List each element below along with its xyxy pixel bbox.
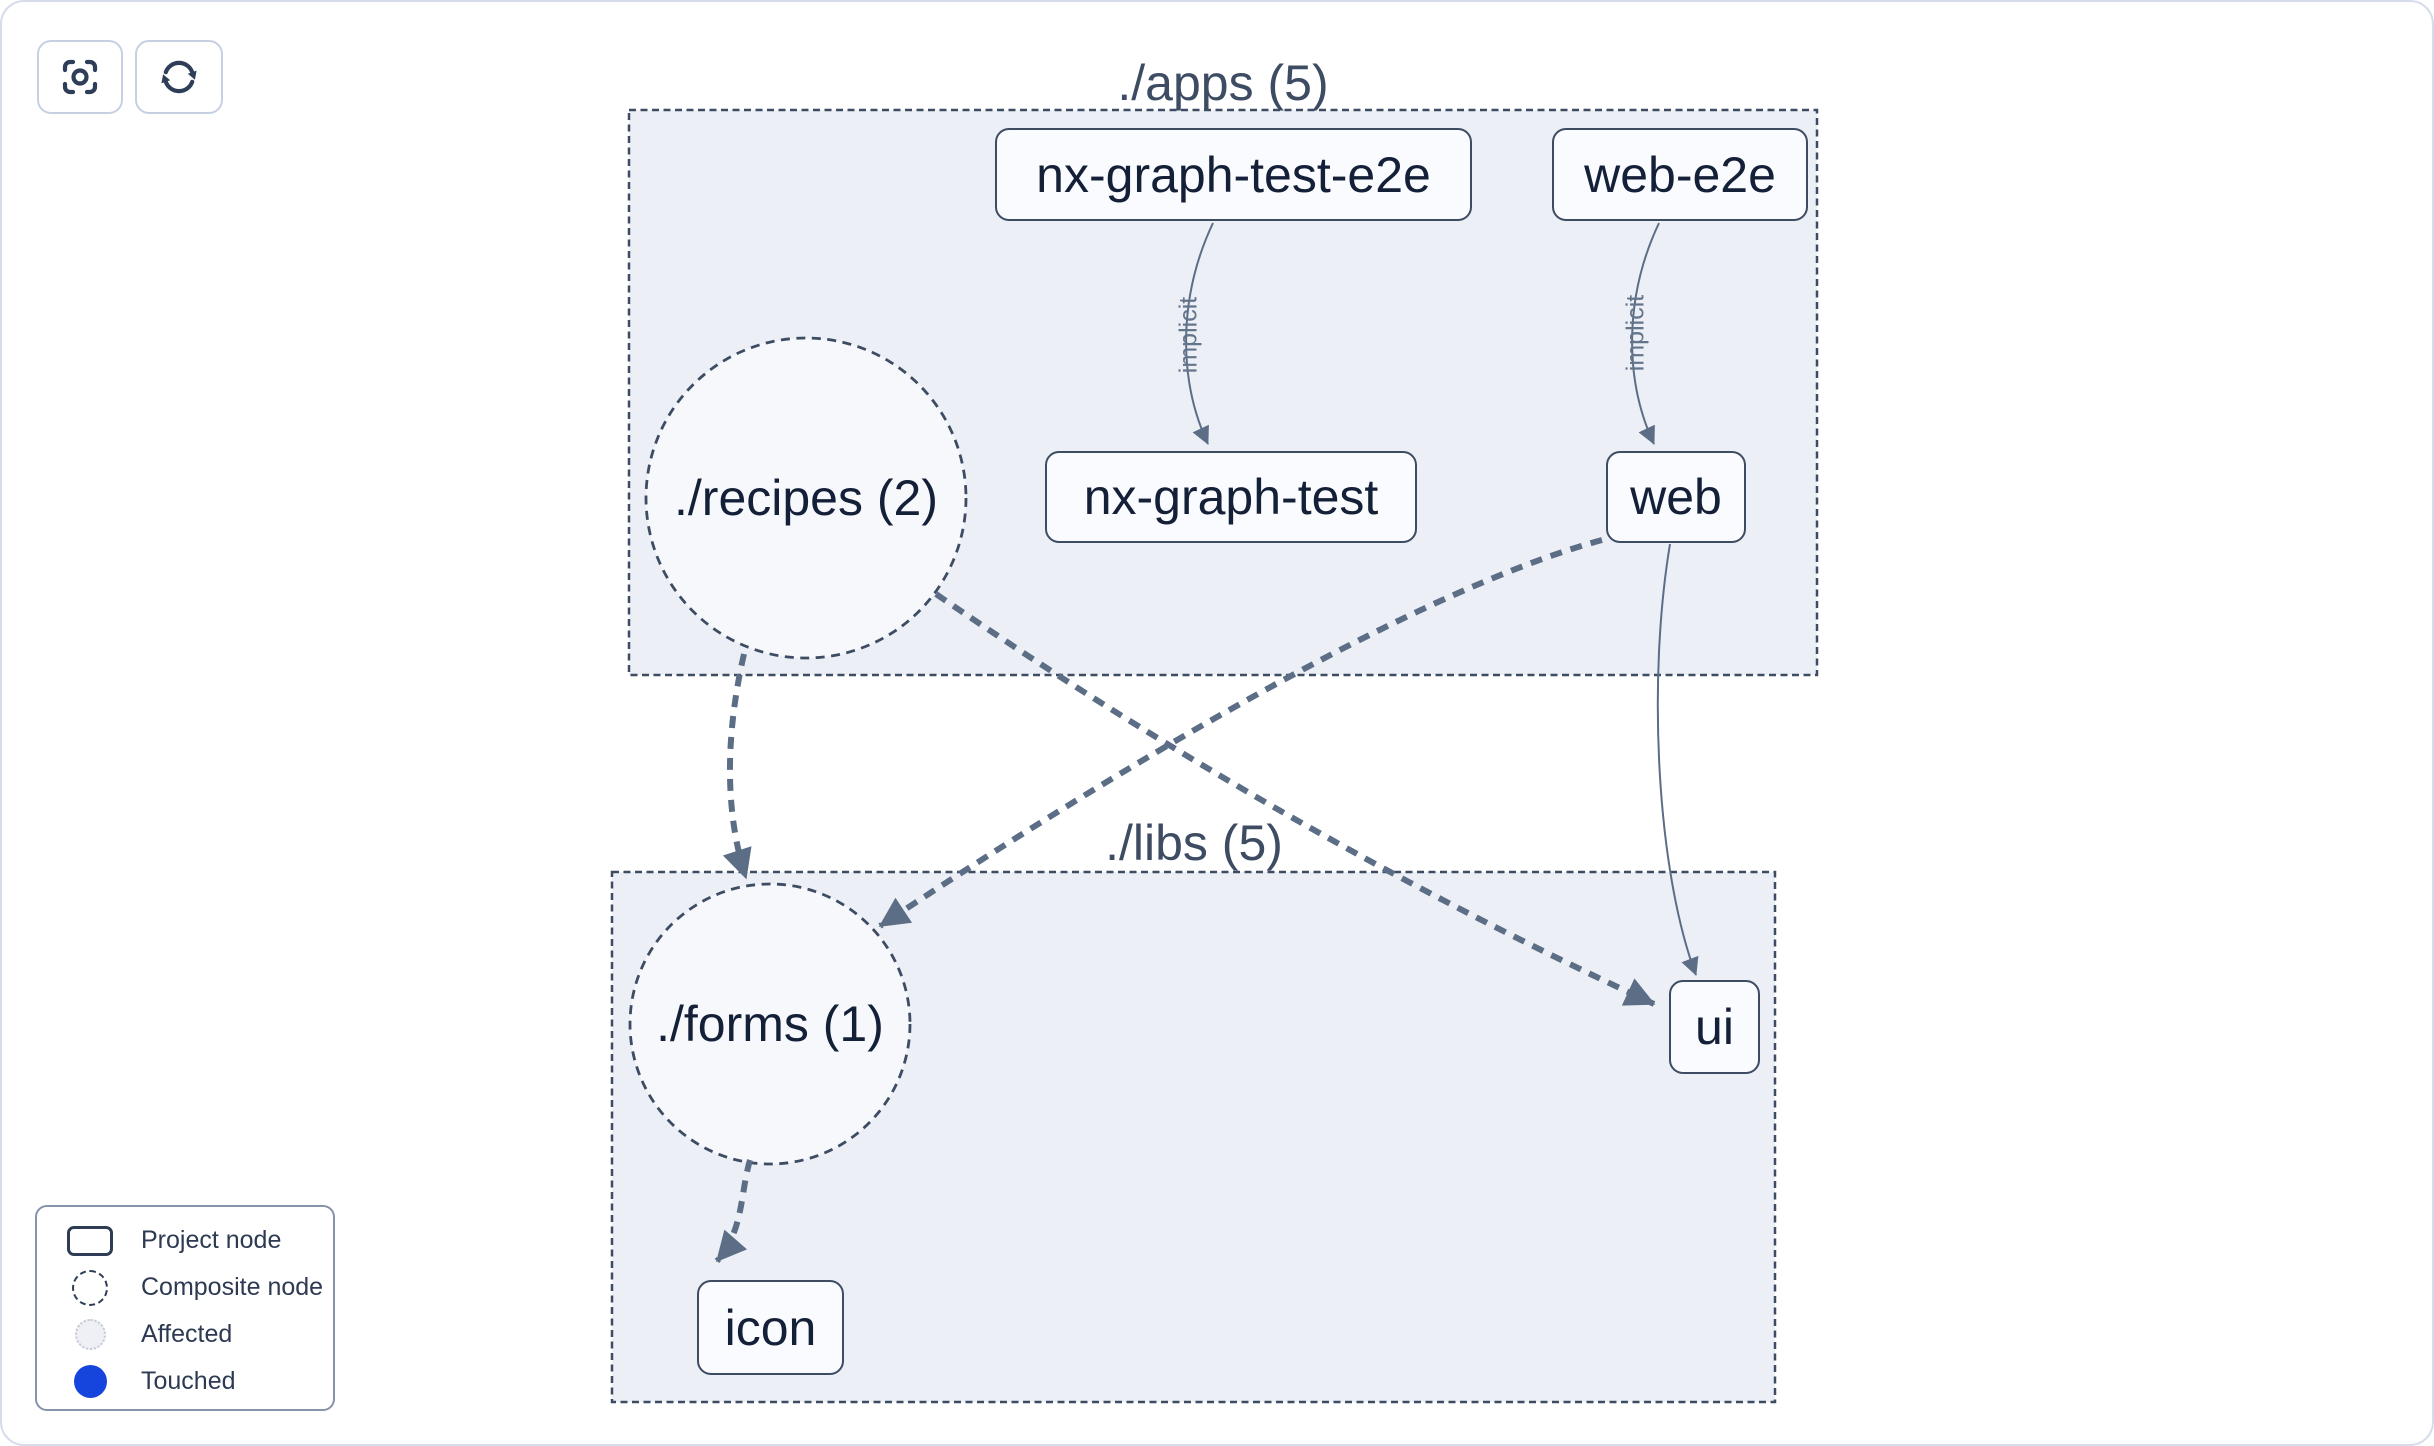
node-nx-graph-test[interactable]: nx-graph-test [1045,451,1417,543]
project-node-swatch-icon [67,1225,113,1256]
legend-label: Project node [141,1226,282,1254]
apps-group-title: ./apps (5) [1117,55,1329,111]
edge-web-to-ui [1656,543,1699,976]
node-icon[interactable]: icon [697,1280,844,1375]
edge-label-implicit-web-e2e: implicit [1621,294,1650,372]
focus-button[interactable] [37,40,123,114]
composite-node-forms-circle[interactable] [628,882,912,1166]
node-web[interactable]: web [1606,451,1746,543]
node-ui[interactable]: ui [1669,980,1760,1074]
legend-item-project-node: Project node [61,1217,333,1264]
edge-label-implicit-e2e: implicit [1174,296,1203,374]
node-nx-graph-test-e2e[interactable]: nx-graph-test-e2e [995,128,1472,221]
legend-label: Touched [141,1367,236,1395]
libs-group-title: ./libs (5) [1105,815,1283,871]
composite-node-swatch-icon [72,1269,108,1306]
composite-node-recipes-circle[interactable] [644,336,968,660]
refresh-icon [161,60,197,94]
composite-node-recipes[interactable]: ./recipes (2) [674,470,938,526]
edge-recipes-to-forms [722,653,752,880]
legend: Project node Composite node Affected Tou… [35,1205,335,1411]
edge-nx-graph-test-e2e-to-nx-graph-test [1185,222,1214,445]
legend-label: Affected [141,1320,233,1348]
touched-swatch-icon [73,1365,107,1398]
edge-web-e2e-to-web [1631,222,1660,445]
refresh-button[interactable] [135,40,223,114]
legend-item-touched: Touched [61,1358,333,1405]
node-web-e2e[interactable]: web-e2e [1552,128,1808,221]
edge-forms-to-icon [714,1159,753,1263]
legend-item-affected: Affected [61,1311,333,1358]
legend-item-composite-node: Composite node [61,1264,333,1311]
focus-target-icon [62,59,98,95]
composite-node-forms[interactable]: ./forms (1) [656,996,884,1052]
affected-swatch-icon [74,1319,106,1350]
legend-label: Composite node [141,1273,324,1301]
